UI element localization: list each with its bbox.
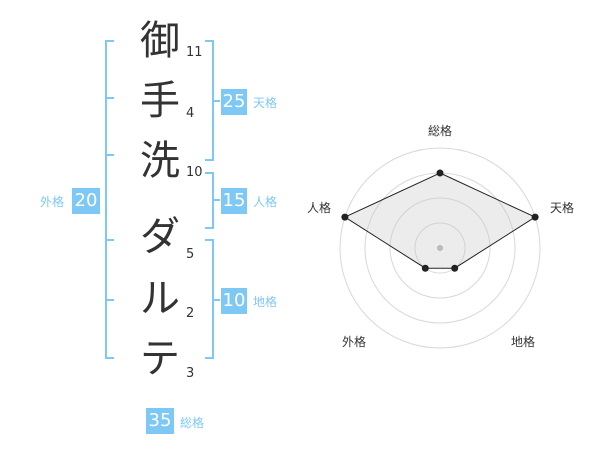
- radar-label-jinkaku: 人格: [307, 201, 332, 215]
- tenkaku-value: 25: [221, 89, 247, 115]
- chikaku-label: 地格: [253, 295, 278, 309]
- name-char-3: 洗: [140, 138, 180, 184]
- radar-ring: [414, 222, 466, 274]
- radar-ring: [389, 197, 491, 299]
- jinkaku-label: 人格: [253, 195, 278, 209]
- radar-label-soukaku: 総格: [428, 124, 453, 138]
- stroke-count-6: 3: [186, 366, 195, 381]
- tenkaku-label: 天格: [253, 96, 278, 110]
- radar-point-4: [341, 213, 349, 221]
- name-char-5: ル: [140, 276, 180, 322]
- gaikaku-value: 20: [72, 188, 100, 214]
- name-char-4: ダ: [140, 214, 180, 260]
- radar-label-chikaku: 地格: [511, 335, 536, 349]
- stroke-count-1: 11: [186, 45, 203, 60]
- radar-point-2: [451, 264, 459, 272]
- stroke-count-2: 4: [186, 106, 195, 121]
- radar-point-0: [436, 169, 444, 177]
- radar-point-1: [531, 213, 539, 221]
- chikaku-value: 10: [221, 288, 247, 314]
- name-char-6: テ: [140, 336, 180, 382]
- radar-ring: [339, 147, 541, 349]
- radar-center: [437, 245, 443, 251]
- radar-label-gaikaku: 外格: [342, 335, 367, 349]
- gaikaku-bracket: [105, 40, 114, 359]
- stroke-count-5: 2: [186, 306, 195, 321]
- stroke-count-3: 10: [186, 165, 203, 180]
- gaikaku-label: 外格: [40, 195, 65, 209]
- chikaku-bracket: [205, 239, 220, 359]
- soukaku-label: 総格: [180, 416, 205, 430]
- radar-chart: [339, 147, 541, 349]
- radar-polygon: [343, 172, 537, 269]
- stroke-count-4: 5: [186, 247, 195, 262]
- radar-point-3: [421, 264, 429, 272]
- tenkaku-bracket: [205, 40, 220, 161]
- radar-label-tenkaku: 天格: [550, 201, 575, 215]
- jinkaku-bracket: [205, 172, 220, 229]
- name-char-1: 御: [140, 18, 180, 64]
- jinkaku-value: 15: [221, 188, 247, 214]
- name-char-2: 手: [140, 78, 180, 124]
- soukaku-value: 35: [146, 408, 174, 434]
